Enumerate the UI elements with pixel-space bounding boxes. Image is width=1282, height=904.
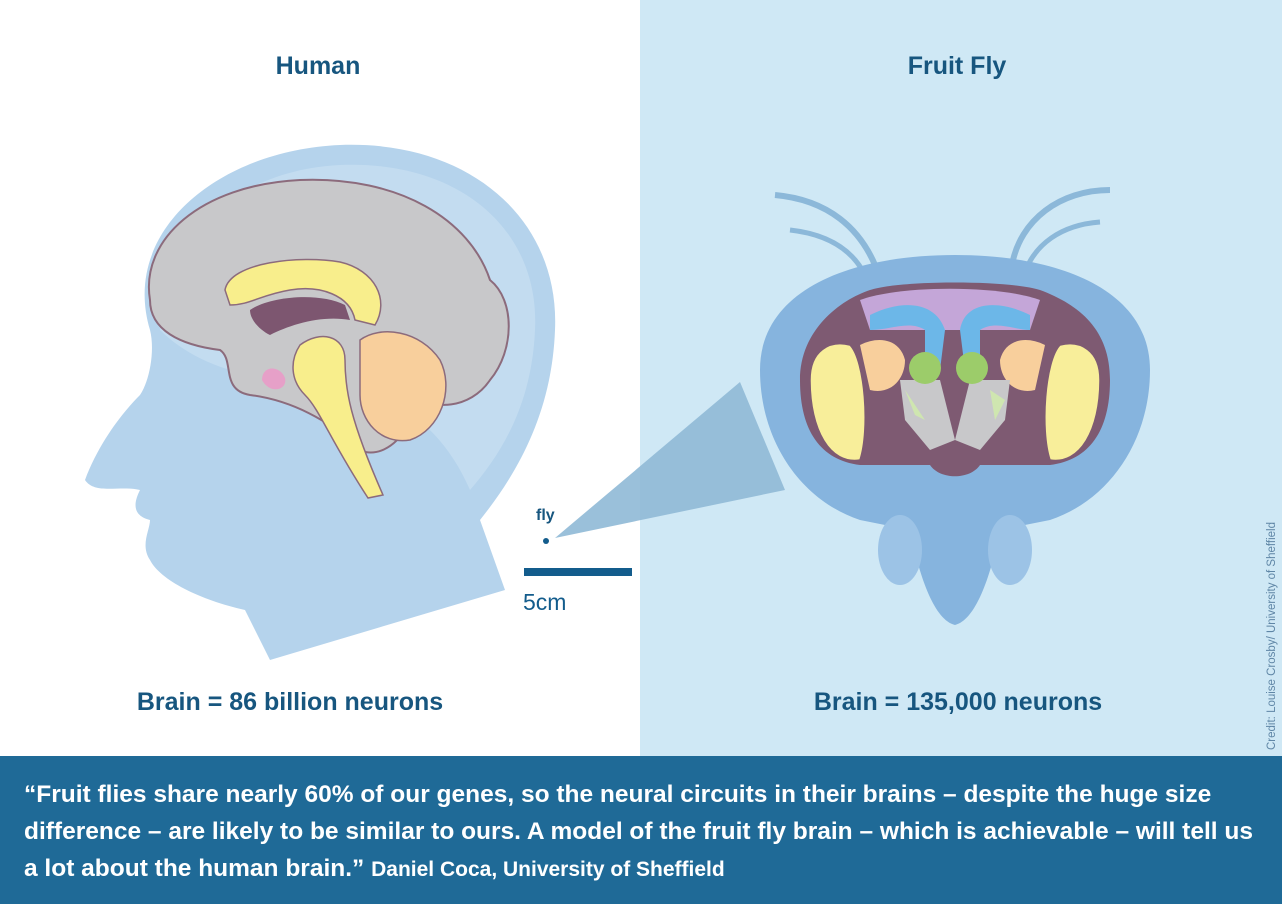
scale-bar <box>524 568 632 576</box>
fly-label: fly <box>536 507 555 524</box>
fruit-fly-brain-illustration <box>800 282 1110 477</box>
scale-label: 5cm <box>523 589 567 615</box>
quote-attribution: Daniel Coca, University of Sheffield <box>371 858 725 881</box>
image-credit: Credit: Louise Crosby/ University of She… <box>1266 522 1278 750</box>
human-title: Human <box>275 52 361 80</box>
human-neuron-count: Brain = 86 billion neurons <box>136 688 444 716</box>
fly-size-dot <box>543 538 549 544</box>
fly-neuron-count: Brain = 135,000 neurons <box>813 688 1103 716</box>
human-brain-illustration <box>147 178 510 499</box>
illustration <box>85 144 1150 661</box>
magnification-pointer <box>555 382 785 538</box>
fruit-fly-title: Fruit Fly <box>907 52 1007 80</box>
quote-band: “Fruit flies share nearly 60% of our gen… <box>0 756 1282 904</box>
quote: “Fruit flies share nearly 60% of our gen… <box>24 776 1264 888</box>
quote-text: “Fruit flies share nearly 60% of our gen… <box>24 781 1253 882</box>
